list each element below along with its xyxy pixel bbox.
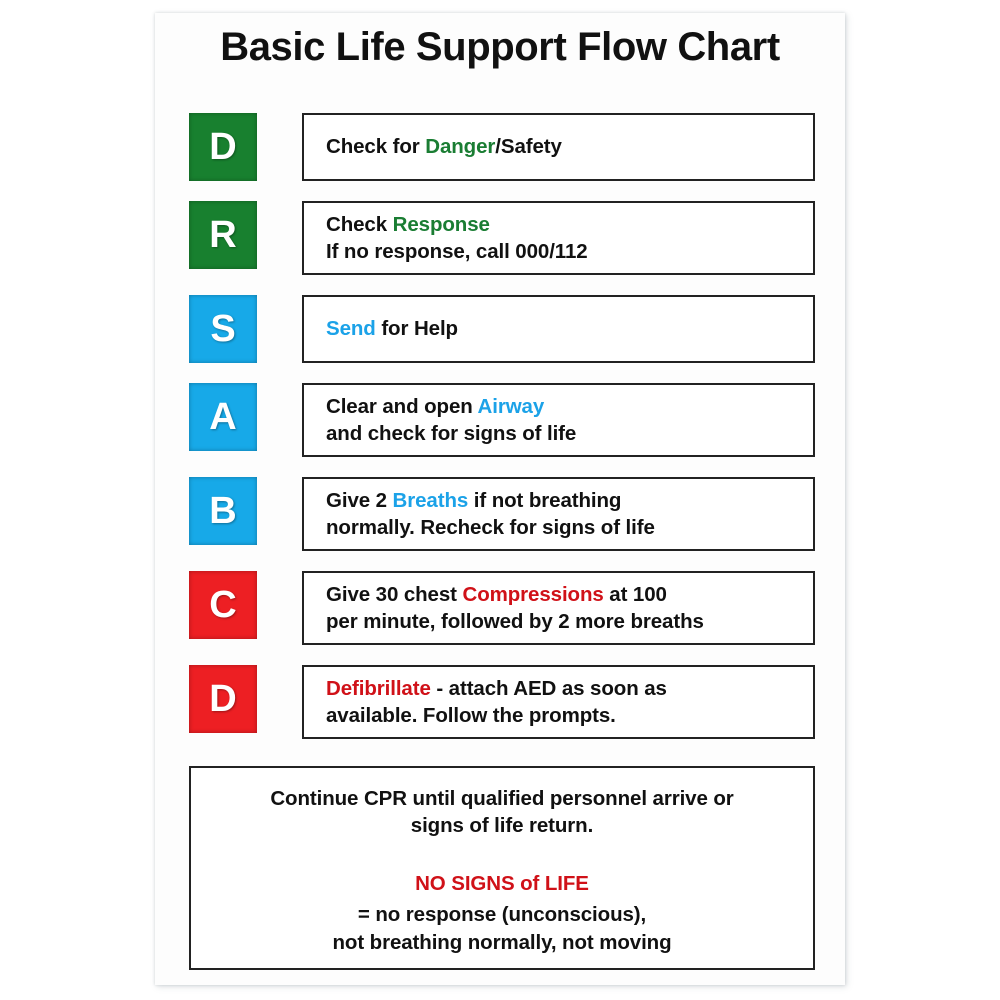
step-badge-c-5: C — [189, 571, 257, 639]
step-badge-letter: D — [209, 126, 237, 168]
step-text-line: Check for Danger/Safety — [326, 133, 791, 160]
text-segment: Clear and open — [326, 394, 478, 418]
text-segment: for Help — [375, 317, 458, 341]
step-text-line: and check for signs of life — [326, 420, 791, 447]
text-segment: Check for — [326, 135, 426, 159]
step-badge-letter: C — [209, 584, 237, 626]
step-badge-letter: D — [209, 678, 237, 720]
text-segment: Give 30 chest — [326, 582, 463, 606]
step-badge-s-2: S — [189, 295, 257, 363]
step-text-line: Give 30 chest Compressions at 100 — [326, 581, 791, 608]
step-text-line: Defibrillate - attach AED as soon as — [326, 675, 791, 702]
footer-intro-text: Continue CPR until qualified personnel a… — [270, 785, 733, 840]
bls-flow-chart-card: Basic Life Support Flow Chart D Check for… — [155, 13, 845, 985]
text-segment: If no response, call 000/112 — [326, 240, 588, 263]
step-text-line: Give 2 Breaths if not breathing — [326, 487, 791, 514]
text-segment: Give 2 — [326, 488, 393, 512]
text-segment: at 100 — [603, 582, 667, 606]
footer-detail-text: = no response (unconscious), not breathin… — [332, 901, 671, 956]
step-badge-letter: S — [210, 308, 236, 350]
text-segment: per minute, followed by 2 more breaths — [326, 610, 704, 633]
no-signs-of-life-headline: NO SIGNS of LIFE — [415, 871, 589, 895]
text-segment: normally. Recheck for signs of life — [326, 516, 655, 539]
highlight-term: Breaths — [392, 488, 469, 512]
step-badge-d-0: D — [189, 113, 257, 181]
step-text-line: Send for Help — [326, 315, 791, 342]
page-title: Basic Life Support Flow Chart — [220, 25, 780, 69]
text-segment: - attach AED as soon as — [430, 676, 667, 700]
step-row: D Check for Danger/Safety — [189, 113, 815, 181]
footer-note-box: Continue CPR until qualified personnel a… — [189, 766, 815, 970]
text-segment: available. Follow the prompts. — [326, 704, 616, 727]
text-segment: if not breathing — [468, 488, 622, 512]
step-badge-b-4: B — [189, 477, 257, 545]
step-badge-r-1: R — [189, 201, 257, 269]
highlight-term: Compressions — [462, 582, 604, 606]
step-badge-letter: A — [209, 396, 237, 438]
text-segment: and check for signs of life — [326, 422, 577, 445]
highlight-term: Defibrillate — [326, 676, 431, 700]
step-text-line: normally. Recheck for signs of life — [326, 514, 791, 541]
step-text-box: Send for Help — [302, 295, 815, 363]
step-text-box: Check for Danger/Safety — [302, 113, 815, 181]
footer-detail-line: not breathing normally, not moving — [332, 930, 672, 954]
step-badge-d-6: D — [189, 665, 257, 733]
step-badge-letter: R — [209, 214, 237, 256]
highlight-term: Airway — [477, 394, 545, 418]
footer-intro-line: Continue CPR until qualified personnel a… — [270, 787, 734, 810]
step-text-line: Clear and open Airway — [326, 393, 791, 420]
step-text-line: Check Response — [326, 211, 791, 238]
text-segment: Check — [326, 212, 393, 236]
highlight-term: Send — [326, 317, 376, 341]
step-text-line: available. Follow the prompts. — [326, 702, 791, 729]
step-badge-letter: B — [209, 490, 237, 532]
step-text-line: per minute, followed by 2 more breaths — [326, 608, 791, 635]
text-segment: /Safety — [495, 135, 562, 159]
step-badge-a-3: A — [189, 383, 257, 451]
highlight-term: Danger — [425, 135, 496, 159]
highlight-term: Response — [392, 212, 490, 236]
footer-detail-line: = no response (unconscious), — [357, 903, 647, 927]
step-row: S Send for Help — [189, 295, 815, 363]
step-text-line: If no response, call 000/112 — [326, 238, 791, 265]
footer-intro-line: signs of life return. — [410, 814, 594, 838]
